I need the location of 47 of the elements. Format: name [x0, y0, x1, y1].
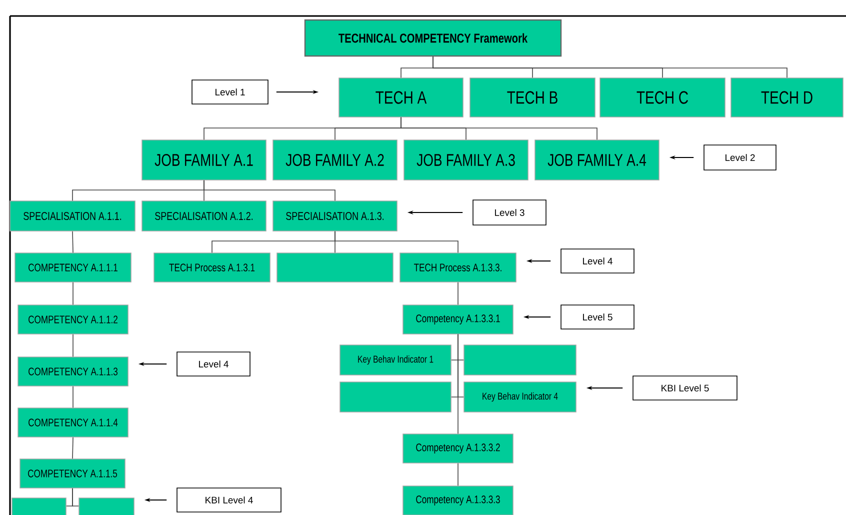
indicator-box: Key Behav Indicator 4 [464, 382, 576, 412]
connector-line [334, 231, 458, 253]
level-label: Level 3 [472, 200, 546, 226]
empty-box [340, 382, 452, 412]
competency-box: Competency A.1.3.3.3 [402, 486, 514, 515]
job-family-box: JOB FAMILY A.1 [142, 140, 266, 180]
level-label: KBI Level 5 [632, 376, 738, 400]
competency-box: Competency A.1.3.3.1 [402, 304, 514, 334]
tech-box: TECH B [470, 78, 596, 118]
empty-box [78, 498, 134, 515]
competency-box: Competency A.1.3.3.2 [402, 434, 514, 464]
competency-box: TECH Process A.1.3.1 [154, 252, 270, 282]
level-label: Level 4 [176, 352, 250, 376]
connector-line [72, 386, 74, 408]
tech-box: TECH C [600, 78, 726, 118]
connector-line [72, 488, 79, 506]
connector-line [72, 437, 74, 459]
connector-line [72, 231, 74, 253]
specialisation-box: SPECIALISATION A.1.1. [10, 200, 136, 232]
connector-line [72, 282, 74, 305]
connector-line [432, 56, 788, 78]
tech-box: TECH A [338, 78, 464, 118]
title-box: TECHNICAL COMPETENCY Framework [304, 19, 562, 57]
specialisation-box: SPECIALISATION A.1.3. [272, 200, 398, 232]
connector-line [204, 180, 336, 201]
level-label: KBI Level 4 [176, 488, 282, 512]
empty-box [276, 252, 394, 282]
level-label: Level 1 [192, 80, 268, 104]
job-family-box: JOB FAMILY A.2 [272, 140, 398, 180]
competency-box: COMPETENCY A.1.1.5 [20, 458, 126, 488]
competency-box: COMPETENCY A.1.1.3 [18, 356, 128, 386]
specialisation-box: SPECIALISATION A.1.2. [142, 200, 266, 232]
job-family-box: JOB FAMILY A.3 [404, 140, 528, 180]
connector-line [72, 334, 74, 357]
indicator-box: Key Behav Indicator 1 [340, 344, 452, 376]
competency-box: TECH Process A.1.3.3. [400, 252, 516, 282]
empty-box [464, 344, 576, 376]
level-label: Level 4 [560, 248, 634, 274]
competency-box: COMPETENCY A.1.1.2 [18, 304, 128, 334]
empty-box [12, 498, 66, 515]
level-label: Level 2 [704, 144, 776, 170]
competency-box: COMPETENCY A.1.1.4 [18, 408, 128, 438]
level-label: Level 5 [560, 304, 634, 330]
competency-box: COMPETENCY A.1.1.1 [14, 252, 132, 282]
job-family-box: JOB FAMILY A.4 [534, 140, 660, 180]
tech-box: TECH D [730, 78, 844, 118]
connector-line [400, 117, 598, 140]
